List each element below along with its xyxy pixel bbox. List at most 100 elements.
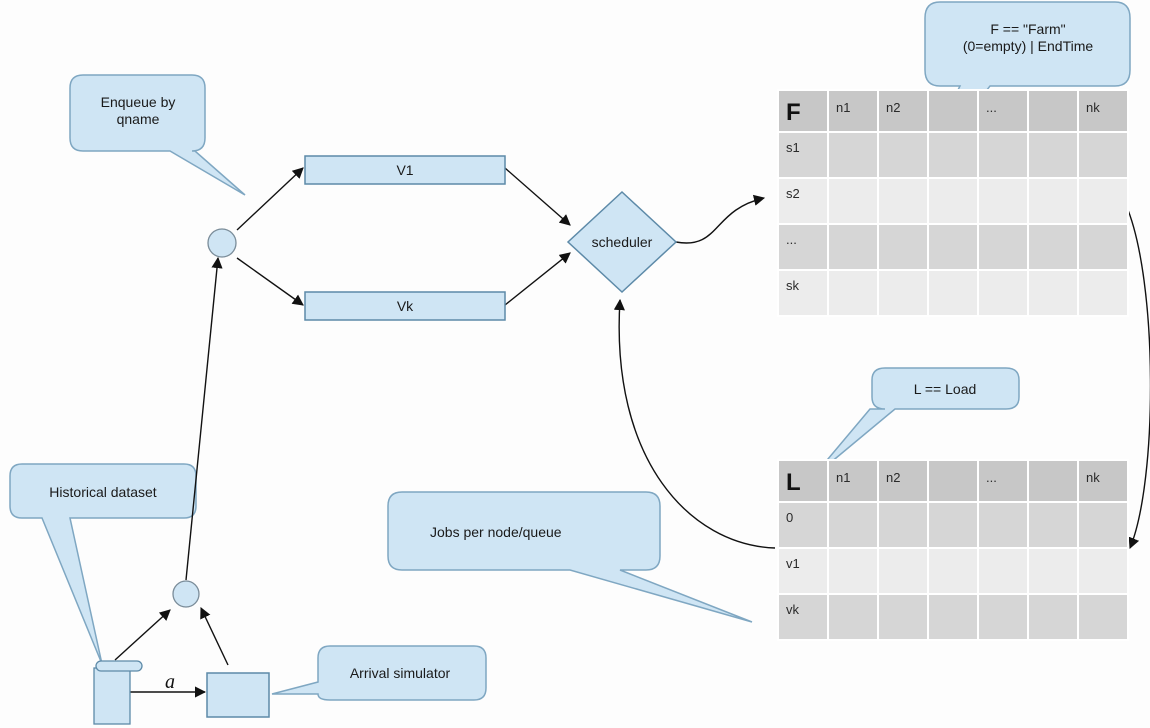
farm-table-cell [827,177,879,225]
load-table-header-cell [1027,459,1079,503]
farm-table-cell [777,131,829,179]
callout-arrival-text: Arrival simulator [350,665,451,681]
source-merge-node [172,580,200,608]
load-table-cell [1027,501,1079,549]
load-table-row-label: v1 [786,556,800,571]
arrival-simulator-box [206,672,270,718]
farm-table-column-header: n1 [836,100,850,115]
farm-table-row-label: s2 [786,186,800,201]
scheduler-node: scheduler [566,190,678,294]
farm-table-column-header: ... [986,100,997,115]
farm-table-cell [1077,269,1129,317]
farm-table-cell [1077,223,1129,271]
farm-table-cell [977,131,1029,179]
farm-table-cell [877,223,929,271]
load-table-cell [777,593,829,641]
historical-dataset-icon [93,660,143,725]
farm-table-row-label: sk [786,278,800,293]
load-table-cell [827,593,879,641]
load-table-column-header: nk [1086,470,1100,485]
farm-table-cell [827,131,879,179]
callout-jobs: Jobs per node/queue [387,491,753,623]
farm-table-cell [777,223,829,271]
load-table-corner-label: L [786,469,801,496]
callout-historical: Historical dataset [9,463,197,665]
load-table-row-label: 0 [786,510,793,525]
load-table-cell [927,501,979,549]
arrival-rate-label: a [165,671,175,693]
farm-table-cell [1027,177,1079,225]
edges [114,167,1150,698]
callout-load-text: L == Load [914,381,977,397]
callout-farm-text: F == "Farm"(0=empty) | EndTime [963,21,1094,54]
farm-table-row-label: s1 [786,140,800,155]
load-table-cell [1027,593,1079,641]
farm-table-header-cell [1027,89,1079,133]
farm-table-cell [977,269,1029,317]
load-table-cell [927,593,979,641]
load-table-header-cell [827,459,879,503]
callout-jobs-text: Jobs per node/queue [430,524,562,540]
load-table-column-header: ... [986,470,997,485]
load-table-cell [1077,547,1129,595]
load-table-cell [877,547,929,595]
load-table-cell [777,547,829,595]
callout-historical-text: Historical dataset [49,484,156,500]
farm-table-cell [827,269,879,317]
farm-table-column-header: nk [1086,100,1100,115]
farm-table-cell [927,177,979,225]
farm-table-cell [977,223,1029,271]
load-table-cell [877,593,929,641]
load-table-cell [927,547,979,595]
load-table-cell [977,593,1029,641]
farm-table-header-cell [927,89,979,133]
farm-table-cell [977,177,1029,225]
callout-arrival: Arrival simulator [271,645,487,701]
scheduler-label: scheduler [592,234,653,250]
load-table-cell [977,547,1029,595]
farm-table-column-header: n2 [886,100,900,115]
callout-farm: F == "Farm"(0=empty) | EndTime [904,1,1131,196]
queue-vk: Vk [304,291,506,321]
load-table-row-label: vk [786,602,800,617]
farm-table-cell [777,269,829,317]
farm-table-corner-label: F [786,99,801,126]
farm-table-cell [927,131,979,179]
load-table-cell [1027,547,1079,595]
load-table-cell [777,501,829,549]
farm-table-cell [1077,131,1129,179]
queue-vk-label: Vk [397,298,414,314]
farm-table-header-cell [977,89,1029,133]
farm-table-cell [927,269,979,317]
queue-v1: V1 [304,155,506,185]
farm-table-cell [877,131,929,179]
farm-table-cell [1027,223,1079,271]
callout-load: L == Load [811,367,1020,479]
load-table-cell [827,501,879,549]
farm-table-cell [1027,131,1079,179]
farm-table-cell [1027,269,1079,317]
load-table-header-cell [927,459,979,503]
load-table-cell [1077,593,1129,641]
farm-table-cell [877,269,929,317]
load-table-cell [877,501,929,549]
enqueue-merge-node [207,228,237,258]
load-table-cell [977,501,1029,549]
farm-table-header-cell [827,89,879,133]
farm-table-cell [877,177,929,225]
load-table-column-header: n1 [836,470,850,485]
farm-table-cell [777,177,829,225]
load-table-cell [1077,501,1129,549]
load-table-cell [827,547,879,595]
load-table-column-header: n2 [886,470,900,485]
farm-table-header-cell [1077,89,1129,133]
queue-v1-label: V1 [396,162,413,178]
farm-table-cell [827,223,879,271]
farm-table-row-label: ... [786,232,797,247]
farm-table-cell [1077,177,1129,225]
